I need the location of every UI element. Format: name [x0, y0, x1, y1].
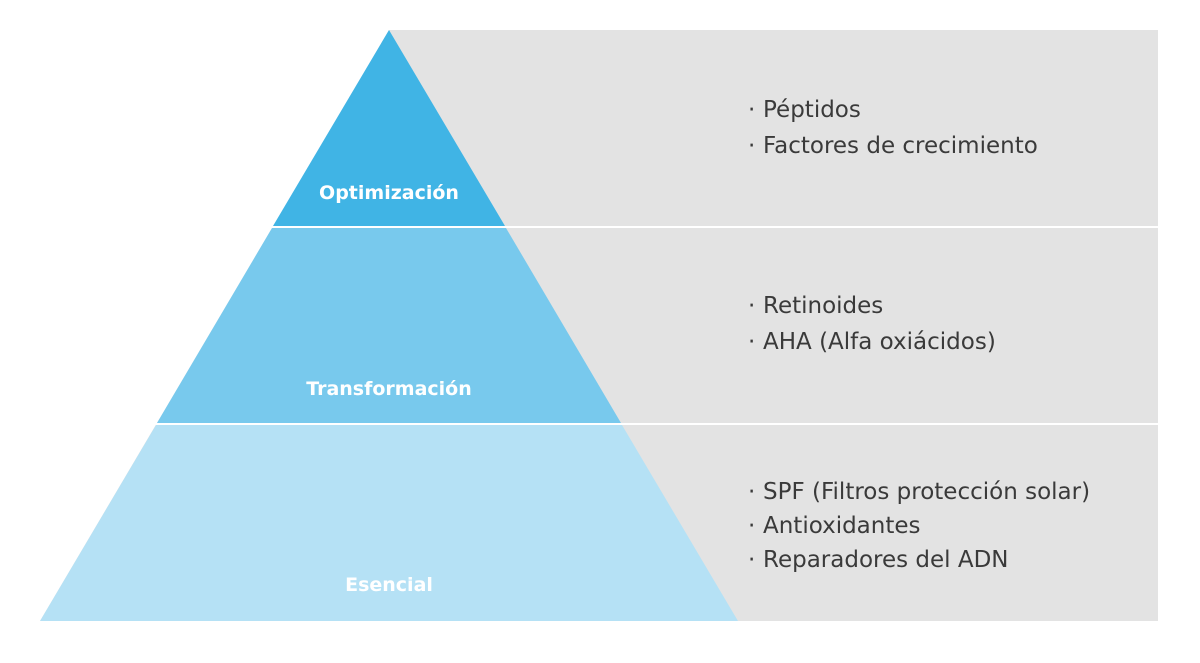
bullet: · — [748, 293, 755, 319]
white-left-mask — [0, 0, 389, 621]
pyramid-tier-esencial — [40, 425, 738, 621]
items-optimizacion: · Péptidos · Factores de crecimiento — [748, 97, 1038, 159]
bullet: · — [748, 547, 755, 573]
bullet: · — [748, 133, 755, 159]
pyramid-tier-transformacion — [157, 228, 621, 423]
list-item: SPF (Filtros protección solar) — [763, 479, 1090, 505]
bullet: · — [748, 97, 755, 123]
tier-label-esencial: Esencial — [345, 574, 433, 596]
list-item: AHA (Alfa oxiácidos) — [763, 329, 996, 355]
items-transformacion: · Retinoides · AHA (Alfa oxiácidos) — [748, 293, 996, 355]
bullet: · — [748, 513, 755, 539]
tier-label-transformacion: Transformación — [306, 378, 472, 400]
tier-label-optimizacion: Optimización — [319, 182, 459, 204]
list-item: Antioxidantes — [763, 513, 921, 539]
items-esencial: · SPF (Filtros protección solar) · Antio… — [748, 479, 1090, 573]
list-item: Factores de crecimiento — [763, 133, 1038, 159]
pyramid-tier-optimizacion — [273, 30, 505, 226]
list-item: Péptidos — [763, 97, 861, 123]
bullet: · — [748, 479, 755, 505]
list-item: Reparadores del ADN — [763, 547, 1009, 573]
bullet: · — [748, 329, 755, 355]
list-item: Retinoides — [763, 293, 883, 319]
